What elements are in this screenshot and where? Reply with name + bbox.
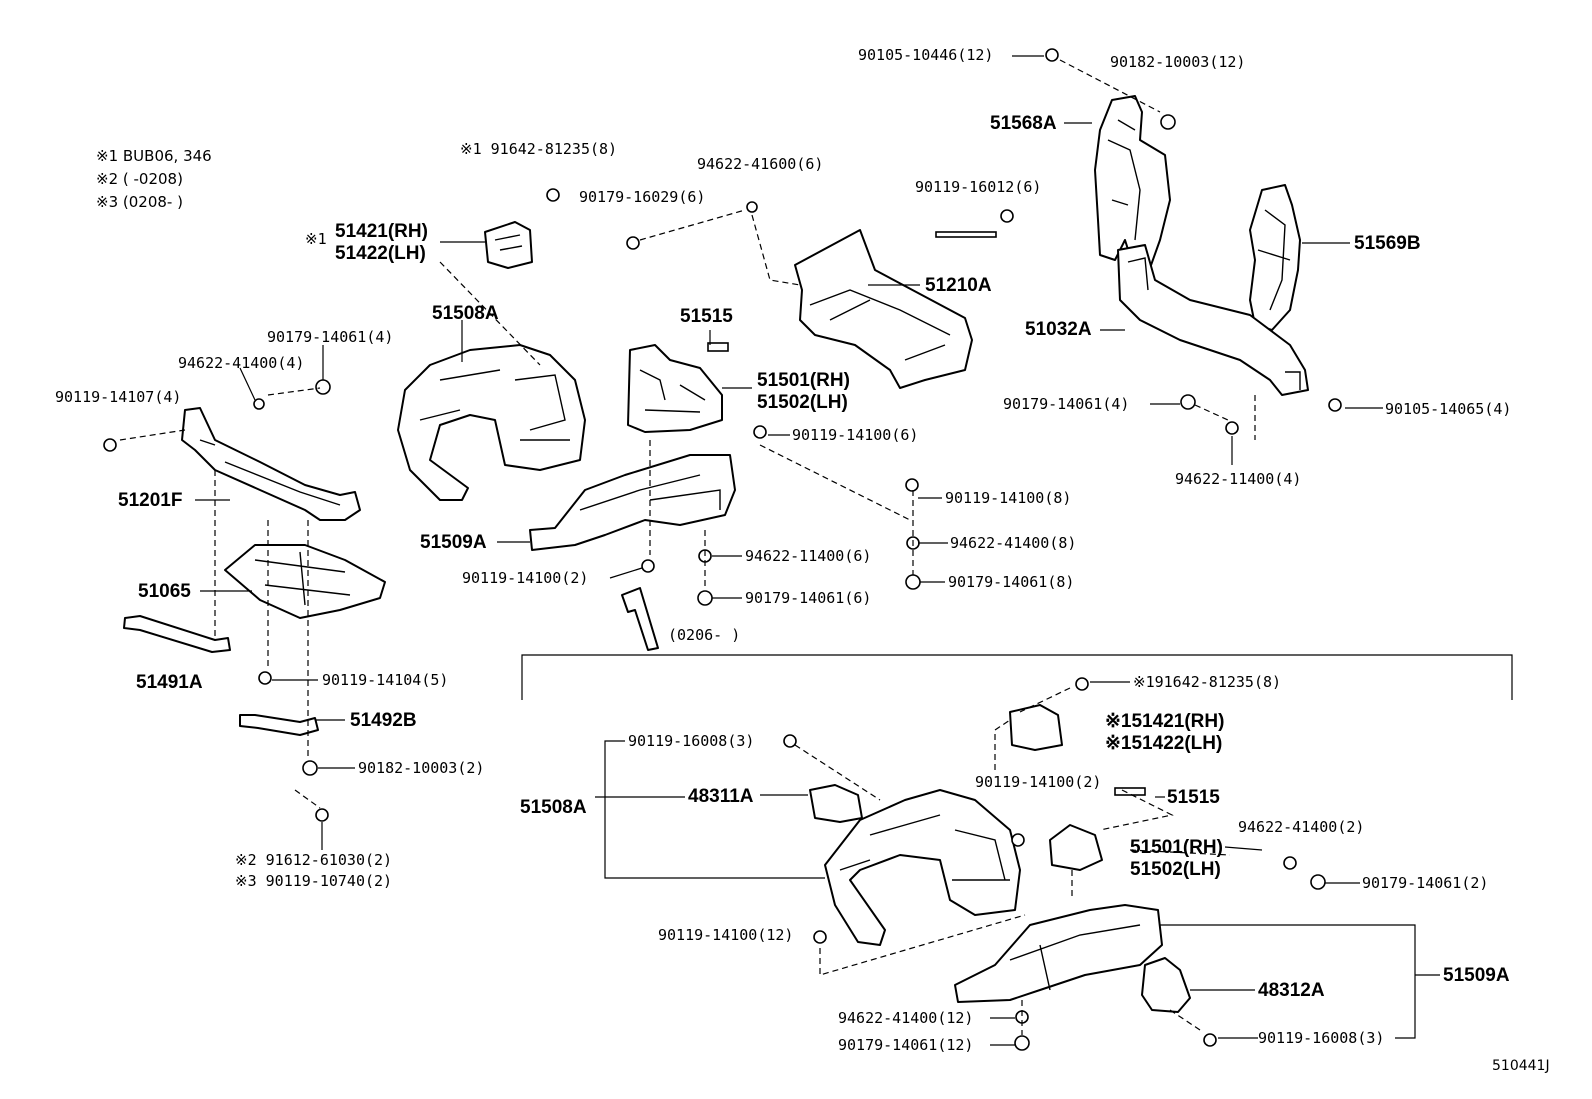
part-label: ※151422(LH) [1105,733,1223,754]
variant-date-label: (0206- ) [668,626,741,644]
crossmember-51201F [181,407,361,521]
part-label: 90179-14061(4) [1003,395,1130,413]
part-label: 90119-14100(12) [658,926,794,944]
part-label: 51502(LH) [757,392,848,413]
part-label: 90179-14061(2) [1362,874,1489,892]
plate-51065 [224,544,386,619]
bracket-51568A [1094,95,1171,269]
part-label: 48312A [1258,980,1325,1001]
part-label: 51491A [136,672,203,693]
note-1: ※1 BUB06, 346 [96,147,212,165]
bracket-51421-bottom [1009,704,1063,751]
part-label: 51032A [1025,319,1092,340]
part-label: 94622-11400(6) [745,547,872,565]
part-label: 94622-41400(2) [1238,818,1365,836]
member-51509A-bottom [954,904,1163,1003]
member-51509A-top [529,454,736,551]
part-label: 90119-16008(3) [1258,1029,1385,1047]
part-label: 51515 [680,306,733,327]
part-label: 51501(RH) [757,370,850,391]
part-label: 90105-10446(12) [858,46,994,64]
part-label: 90119-16012(6) [915,178,1042,196]
part-label: 90119-14100(2) [975,773,1102,791]
part-label: 51508A [520,797,587,818]
part-label: 51201F [118,490,183,511]
part-label: ※1 [305,230,327,248]
part-label: 48311A [688,786,754,807]
bracket-48311A [809,784,863,823]
crossmember-51032A [1117,244,1309,396]
part-label: 51509A [420,532,487,553]
part-label: ※1 91642-81235(8) [460,140,618,158]
part-label: ※191642-81235(8) [1133,673,1282,691]
part-label: 90182-10003(12) [1110,53,1246,71]
part-label: 90182-10003(2) [358,759,485,777]
part-label: 94622-41400(8) [950,534,1077,552]
part-label: 90179-14061(8) [948,573,1075,591]
bar-51492B [239,714,319,736]
part-label: 90119-14100(2) [462,569,589,587]
bracket-48312A [1141,957,1191,1013]
bracket-51421-top [484,221,533,269]
bracket-51501-top [627,344,723,433]
assembly-lines [119,59,1256,1035]
part-label: ※2 91612-61030(2) [235,851,393,869]
note-3: ※3 (0208- ) [96,193,183,211]
part-label: 51422(LH) [335,243,426,264]
part-label: 51515 [1167,787,1220,808]
bracket-51569B [1249,184,1301,331]
part-label: 51501(RH) [1130,837,1223,858]
part-label: 94622-41400(4) [178,354,305,372]
part-label: 90119-16008(3) [628,732,755,750]
part-label: 51502(LH) [1130,859,1221,880]
part-label: ※151421(RH) [1105,711,1225,732]
member-51508A-bottom [824,789,1021,946]
part-label: 90119-14104(5) [322,671,449,689]
part-label: 90119-14107(4) [55,388,182,406]
bar-51491A [123,615,231,653]
part-label: 51065 [138,581,191,602]
part-label: 51568A [990,113,1057,134]
part-label: 90119-14100(6) [792,426,919,444]
part-label: 90179-14061(6) [745,589,872,607]
diagram-id: 510441J [1492,1058,1550,1074]
part-label: 51508A [432,303,499,324]
part-label: 90179-14061(12) [838,1036,974,1054]
part-label: ※3 90119-10740(2) [235,872,393,890]
part-label: 51509A [1443,965,1510,986]
part-label: 90179-16029(6) [579,188,706,206]
bracket-51501-bottom [1049,824,1103,871]
part-label: 94622-11400(4) [1175,470,1302,488]
member-51508A-top [397,344,586,501]
part-label: 94622-41400(12) [838,1009,974,1027]
part-label: 51569B [1354,233,1421,254]
part-label: 51492B [350,710,417,731]
part-label: 90179-14061(4) [267,328,394,346]
part-label: 90119-14100(8) [945,489,1072,507]
part-label: 51421(RH) [335,221,428,242]
part-label: 51210A [925,275,992,296]
note-2: ※2 ( -0208) [96,170,183,188]
part-label: 90105-14065(4) [1385,400,1512,418]
crossmember-51210A [794,229,973,389]
leader-lines [195,55,1513,1046]
part-label: 94622-41600(6) [697,155,824,173]
